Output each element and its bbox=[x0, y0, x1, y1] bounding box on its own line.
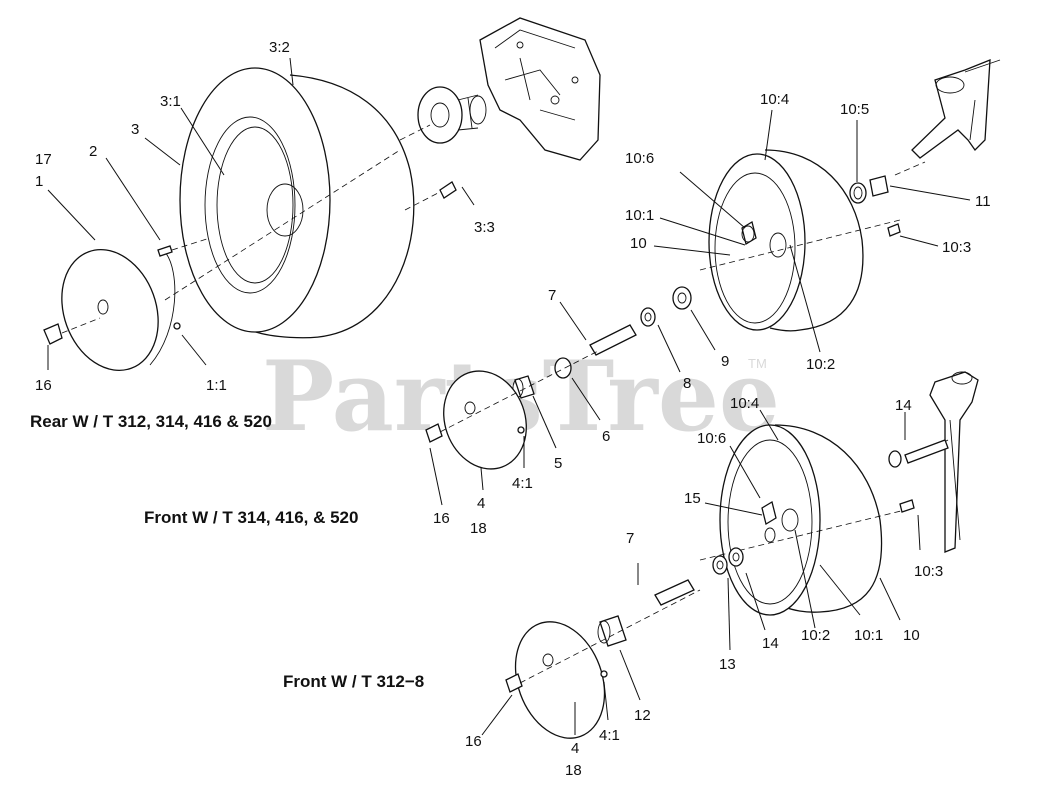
bushing-9 bbox=[672, 286, 692, 310]
caption-front-314-416-520: Front W / T 314, 416, & 520 bbox=[144, 508, 358, 527]
label-10-2b: 10:2 bbox=[801, 627, 830, 644]
label-3-3: 3:3 bbox=[474, 219, 495, 236]
washer-8 bbox=[640, 307, 656, 327]
label-7b: 7 bbox=[626, 530, 634, 547]
front-assembly-1 bbox=[653, 59, 1001, 353]
rear-tire bbox=[164, 67, 415, 339]
label-7a: 7 bbox=[548, 287, 556, 304]
label-3: 3 bbox=[131, 121, 139, 138]
label-14b: 14 bbox=[762, 635, 779, 652]
label-10a: 10 bbox=[630, 235, 647, 252]
label-1-1: 1:1 bbox=[206, 377, 227, 394]
front-tire-2 bbox=[699, 424, 906, 616]
label-18a: 18 bbox=[470, 520, 487, 537]
label-4-1a: 4:1 bbox=[512, 475, 533, 492]
label-17: 17 bbox=[35, 151, 52, 168]
rear-hub-cap bbox=[61, 249, 176, 371]
label-10-4a: 10:4 bbox=[760, 91, 789, 108]
bolt-10-3a bbox=[887, 223, 901, 237]
label-10-6a: 10:6 bbox=[625, 150, 654, 167]
label-8: 8 bbox=[683, 375, 691, 392]
rear-lug-bolt bbox=[404, 181, 457, 211]
label-4-1b: 4:1 bbox=[599, 727, 620, 744]
rear-clip bbox=[43, 323, 63, 345]
label-10b: 10 bbox=[903, 627, 920, 644]
label-16c: 16 bbox=[465, 733, 482, 750]
transaxle-housing bbox=[399, 17, 601, 161]
spacer-11 bbox=[869, 175, 889, 197]
label-6: 6 bbox=[602, 428, 610, 445]
bearing-10-5 bbox=[849, 182, 867, 204]
grease-fitting-2 bbox=[761, 500, 777, 526]
part-labels: 3:2 3:1 3 17 1 2 3:3 16 1:1 10:4 10:5 10… bbox=[35, 39, 991, 779]
bushing-5 bbox=[514, 375, 535, 399]
bushing-12 bbox=[599, 615, 627, 647]
front-spindle-1 bbox=[911, 59, 1001, 159]
front-pin-1 bbox=[517, 426, 525, 434]
label-10-1a: 10:1 bbox=[625, 207, 654, 224]
washer-14a bbox=[888, 450, 902, 468]
front-pin-2 bbox=[600, 670, 608, 678]
rear-assembly bbox=[43, 17, 601, 371]
front-spindle-2 bbox=[904, 371, 979, 553]
label-4b: 4 bbox=[571, 740, 579, 757]
rear-pin bbox=[173, 322, 181, 330]
label-15: 15 bbox=[684, 490, 701, 507]
axle-shaft bbox=[589, 324, 637, 356]
front-clip-1 bbox=[425, 423, 443, 443]
center-axle-parts bbox=[425, 286, 716, 506]
label-1: 1 bbox=[35, 173, 43, 190]
front-hub-cap-1 bbox=[443, 370, 527, 470]
axle-shaft-2 bbox=[654, 579, 695, 606]
label-10-2a: 10:2 bbox=[806, 356, 835, 373]
label-16a: 16 bbox=[35, 377, 52, 394]
label-10-1b: 10:1 bbox=[854, 627, 883, 644]
label-10-4b: 10:4 bbox=[730, 395, 759, 412]
watermark-trademark: TM bbox=[748, 356, 767, 371]
label-5: 5 bbox=[554, 455, 562, 472]
rear-screw bbox=[157, 237, 211, 257]
label-12: 12 bbox=[634, 707, 651, 724]
washer-14b bbox=[728, 547, 744, 567]
label-10-3a: 10:3 bbox=[942, 239, 971, 256]
label-10-6b: 10:6 bbox=[697, 430, 726, 447]
label-3-2: 3:2 bbox=[269, 39, 290, 56]
front-clip-2 bbox=[505, 673, 523, 693]
grease-fitting-1 bbox=[741, 220, 757, 246]
label-13: 13 bbox=[719, 656, 736, 673]
label-16b: 16 bbox=[433, 510, 450, 527]
bolt-10-3b bbox=[899, 499, 915, 513]
caption-front-312-8: Front W / T 312−8 bbox=[283, 672, 424, 691]
label-11: 11 bbox=[975, 193, 991, 210]
label-18b: 18 bbox=[565, 762, 582, 779]
label-14a: 14 bbox=[895, 397, 912, 414]
nut-6 bbox=[554, 357, 572, 379]
label-9: 9 bbox=[721, 353, 729, 370]
label-2: 2 bbox=[89, 143, 97, 160]
front-assembly-2 bbox=[481, 371, 979, 739]
label-10-5: 10:5 bbox=[840, 101, 869, 118]
washer-13 bbox=[712, 555, 728, 575]
label-10-3b: 10:3 bbox=[914, 563, 943, 580]
label-4a: 4 bbox=[477, 495, 485, 512]
label-3-1: 3:1 bbox=[160, 93, 181, 110]
caption-rear: Rear W / T 312, 314, 416 & 520 bbox=[30, 412, 272, 431]
front-tire-1 bbox=[699, 149, 901, 332]
